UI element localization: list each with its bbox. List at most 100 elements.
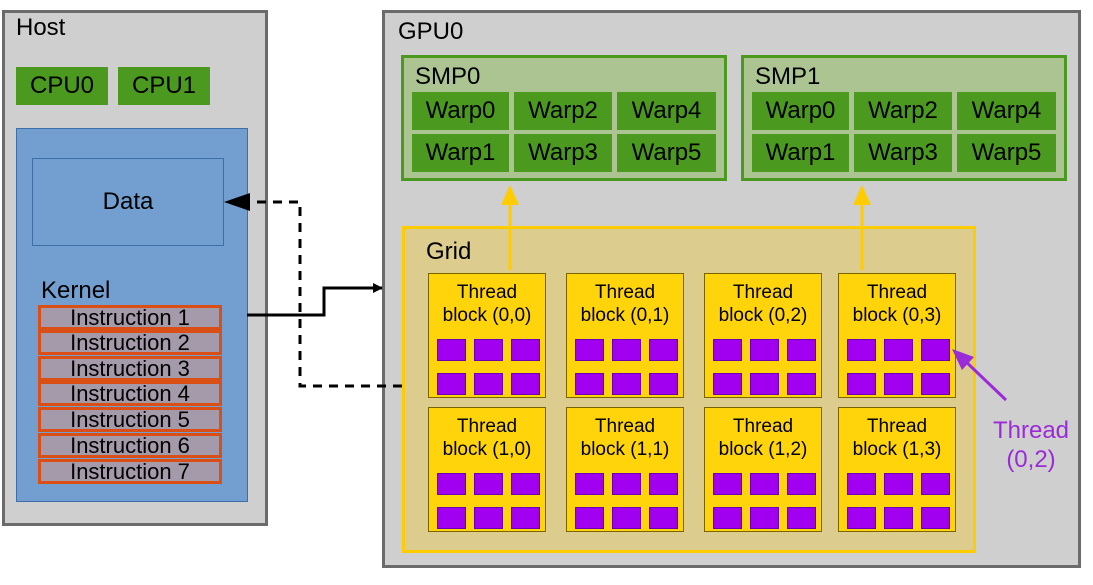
thread-1-0 — [713, 373, 742, 395]
smp0-warp3: Warp3 — [514, 134, 612, 172]
thread-annotation-line1: Thread — [992, 417, 1070, 444]
thread-1-0 — [847, 373, 876, 395]
thread-0-1 — [884, 339, 913, 361]
thread-0-0 — [437, 339, 466, 361]
block-line1: Thread — [456, 282, 518, 303]
smp0-warp4: Warp4 — [617, 92, 716, 130]
thread-1-2 — [787, 507, 816, 529]
data-box: Data — [32, 158, 224, 246]
thread-0-0 — [437, 473, 466, 495]
thread-0-2 — [787, 339, 816, 361]
instruction-4: Instruction 4 — [38, 381, 222, 406]
thread-0-2 — [921, 473, 950, 495]
thread-0-1 — [612, 473, 641, 495]
block-line1: Thread — [456, 416, 518, 437]
smp0-title: SMP0 — [415, 63, 481, 90]
gpu-title: GPU0 — [398, 18, 464, 45]
block-line1: Thread — [866, 416, 928, 437]
block-line2: block (0,0) — [442, 305, 532, 326]
instruction-1: Instruction 1 — [38, 305, 222, 330]
instruction-6: Instruction 6 — [38, 433, 222, 458]
thread-1-1 — [884, 373, 913, 395]
thread-pointer-arrowhead — [952, 349, 974, 370]
block-line1: Thread — [866, 282, 928, 303]
smp0-warp2: Warp2 — [514, 92, 612, 130]
smp0-warp5: Warp5 — [617, 134, 716, 172]
thread-0-0 — [575, 473, 604, 495]
thread-1-1 — [474, 373, 503, 395]
smp1-warp1: Warp1 — [752, 134, 849, 172]
smp0-warp0: Warp0 — [412, 92, 509, 130]
thread-0-1 — [474, 339, 503, 361]
thread-0-2 — [511, 473, 540, 495]
smp1-warp0: Warp0 — [752, 92, 849, 130]
block-line2: block (1,2) — [718, 439, 808, 460]
block-line1: Thread — [594, 282, 656, 303]
thread-0-1 — [750, 339, 779, 361]
thread-0-2 — [511, 339, 540, 361]
thread-0-2 — [649, 339, 678, 361]
smp0-warp1: Warp1 — [412, 134, 509, 172]
data-access-arrowhead — [224, 193, 250, 211]
thread-0-1 — [884, 473, 913, 495]
block-line2: block (0,3) — [852, 305, 942, 326]
thread-0-1 — [750, 473, 779, 495]
block-line1: Thread — [732, 416, 794, 437]
smp1-warp5: Warp5 — [957, 134, 1056, 172]
thread-1-0 — [713, 507, 742, 529]
thread-0-2 — [921, 339, 950, 361]
instruction-2: Instruction 2 — [38, 330, 222, 355]
smp1-warp2: Warp2 — [854, 92, 952, 130]
smp1-warp4: Warp4 — [957, 92, 1056, 130]
thread-0-0 — [847, 473, 876, 495]
thread-1-1 — [884, 507, 913, 529]
thread-0-2 — [649, 473, 678, 495]
data-access-dashed-line — [252, 200, 402, 388]
thread-0-1 — [612, 339, 641, 361]
thread-1-2 — [787, 373, 816, 395]
thread-1-2 — [921, 373, 950, 395]
cpu0-box: CPU0 — [16, 67, 108, 105]
thread-1-2 — [511, 507, 540, 529]
thread-1-1 — [612, 373, 641, 395]
thread-0-0 — [713, 339, 742, 361]
thread-1-1 — [474, 507, 503, 529]
thread-1-2 — [511, 373, 540, 395]
grid-title: Grid — [426, 238, 472, 265]
block-line2: block (1,1) — [580, 439, 670, 460]
thread-1-1 — [750, 373, 779, 395]
thread-1-2 — [649, 507, 678, 529]
schedule-arrow-smp1-head — [853, 185, 871, 205]
thread-1-2 — [921, 507, 950, 529]
instruction-7: Instruction 7 — [38, 459, 222, 484]
thread-0-2 — [787, 473, 816, 495]
thread-pointer-arrow — [960, 356, 1008, 402]
block-line2: block (0,2) — [718, 305, 808, 326]
thread-1-1 — [612, 507, 641, 529]
schedule-arrow-smp0-head — [501, 185, 519, 205]
thread-0-1 — [474, 473, 503, 495]
host-title: Host — [16, 14, 66, 41]
instruction-3: Instruction 3 — [38, 356, 222, 381]
block-line2: block (1,0) — [442, 439, 532, 460]
kernel-launch-arrow — [247, 283, 383, 317]
thread-1-2 — [649, 373, 678, 395]
block-line2: block (1,3) — [852, 439, 942, 460]
thread-1-0 — [575, 373, 604, 395]
kernel-label: Kernel — [41, 277, 111, 304]
thread-0-0 — [847, 339, 876, 361]
thread-1-0 — [437, 373, 466, 395]
smp1-title: SMP1 — [755, 63, 821, 90]
block-line1: Thread — [594, 416, 656, 437]
thread-annotation-line2: (0,2) — [1006, 446, 1056, 473]
thread-1-0 — [847, 507, 876, 529]
